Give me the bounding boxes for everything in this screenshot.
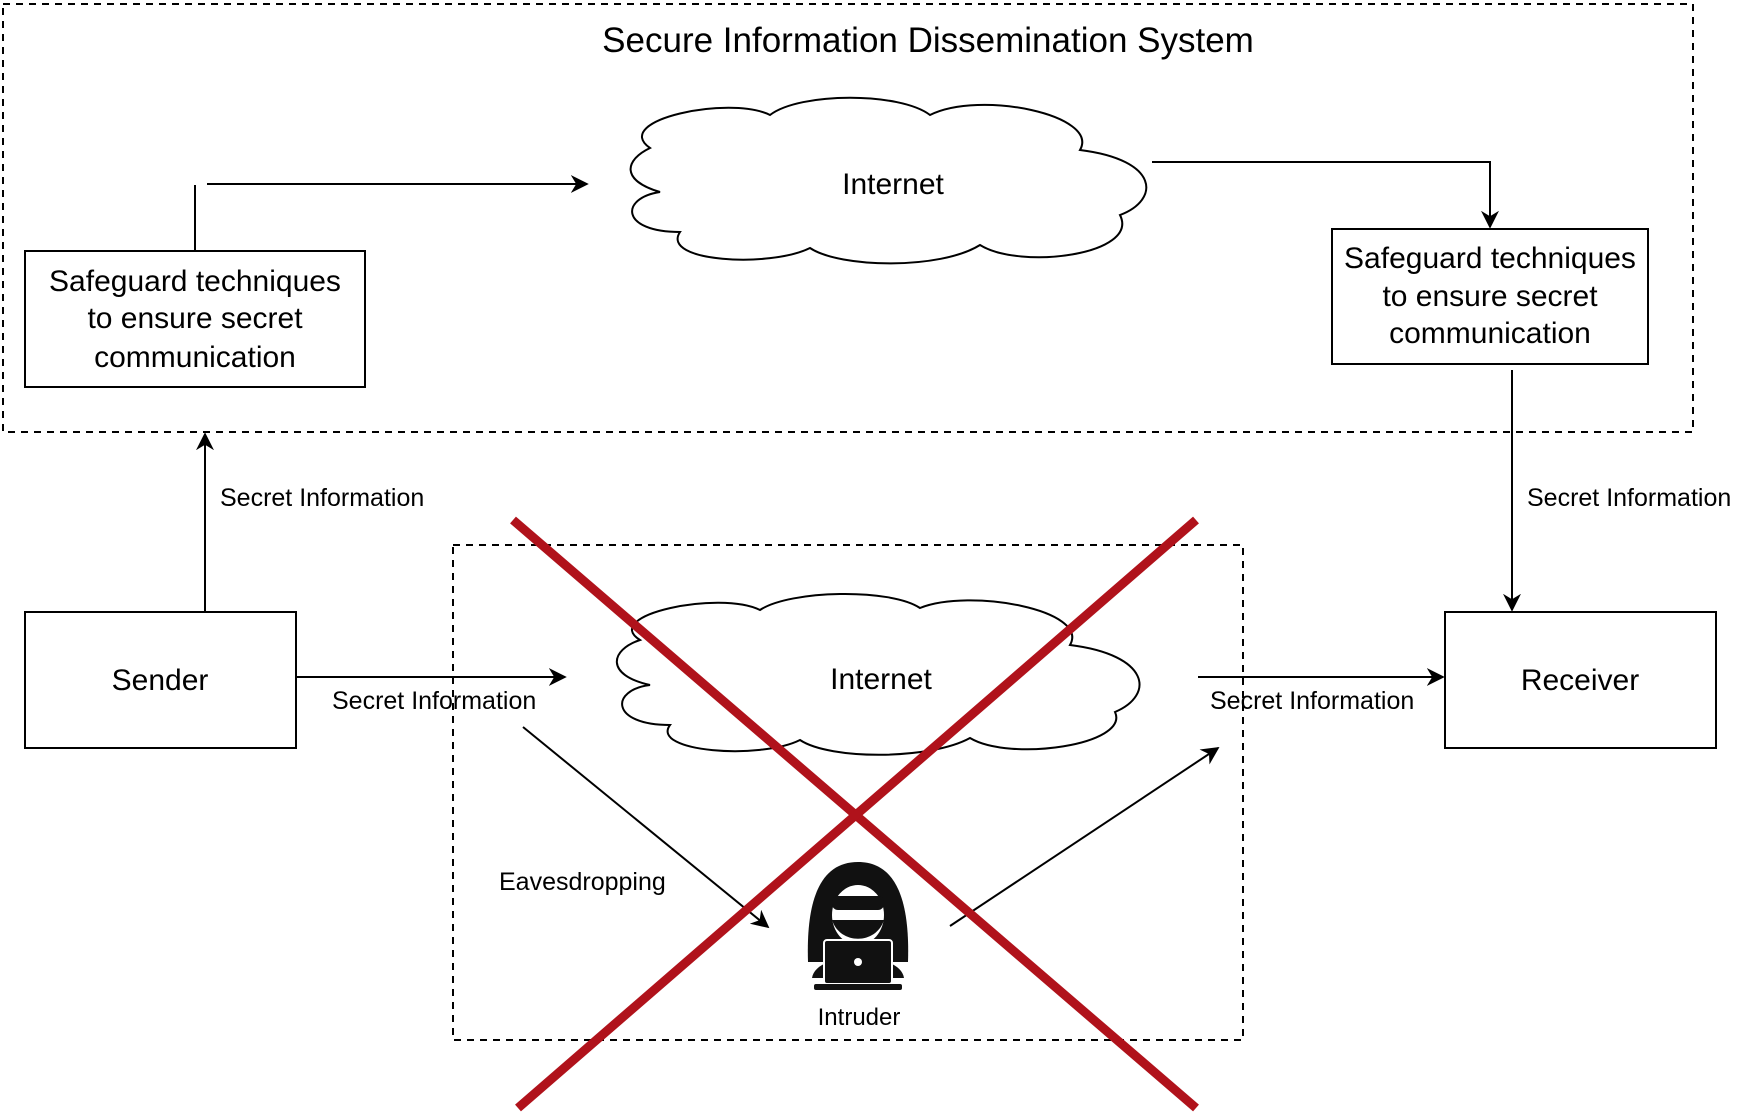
sender-up-label: Secret Information (220, 484, 424, 512)
safeguard-right-line-3: communication (1389, 317, 1591, 350)
system-container (2, 3, 1694, 433)
sender-label: Sender (112, 664, 209, 697)
eavesdropping-label: Eavesdropping (499, 868, 666, 896)
sender-box (24, 611, 297, 749)
safeguard-left-line-2: to ensure secret (87, 302, 303, 335)
red-cross-line-2 (515, 516, 1199, 1112)
intruder-forward-arrow (949, 747, 1220, 927)
intruder-label: Intruder (818, 1004, 901, 1031)
safeguard-left-line-3: communication (94, 341, 296, 374)
receiver-label: Receiver (1521, 664, 1639, 697)
internet-cloud-top-label: Internet (842, 168, 944, 201)
cloud-to-right-box-arrow (1152, 161, 1499, 229)
receiver-down-label: Secret Information (1527, 484, 1731, 512)
safeguard-box-right (1331, 228, 1649, 365)
receiver-box (1444, 611, 1717, 749)
internet-cloud-top (629, 96, 1148, 265)
internet-cloud-bottom (615, 593, 1141, 756)
safeguard-box-left (24, 250, 366, 388)
safeguard-right-line-2: to ensure secret (1382, 280, 1598, 313)
intruder-icon (807, 862, 909, 990)
sender-right-label: Secret Information (332, 687, 536, 715)
receiver-left-label: Secret Information (1210, 687, 1414, 715)
safeguard-right-line-1: Safeguard techniques (1344, 242, 1636, 275)
internet-cloud-bottom-label: Internet (830, 663, 932, 696)
safeguard-left-line-1: Safeguard techniques (49, 265, 341, 298)
system-title: Secure Information Dissemination System (602, 21, 1254, 60)
insecure-channel-container (452, 544, 1244, 1041)
eavesdropping-arrow (522, 726, 770, 929)
